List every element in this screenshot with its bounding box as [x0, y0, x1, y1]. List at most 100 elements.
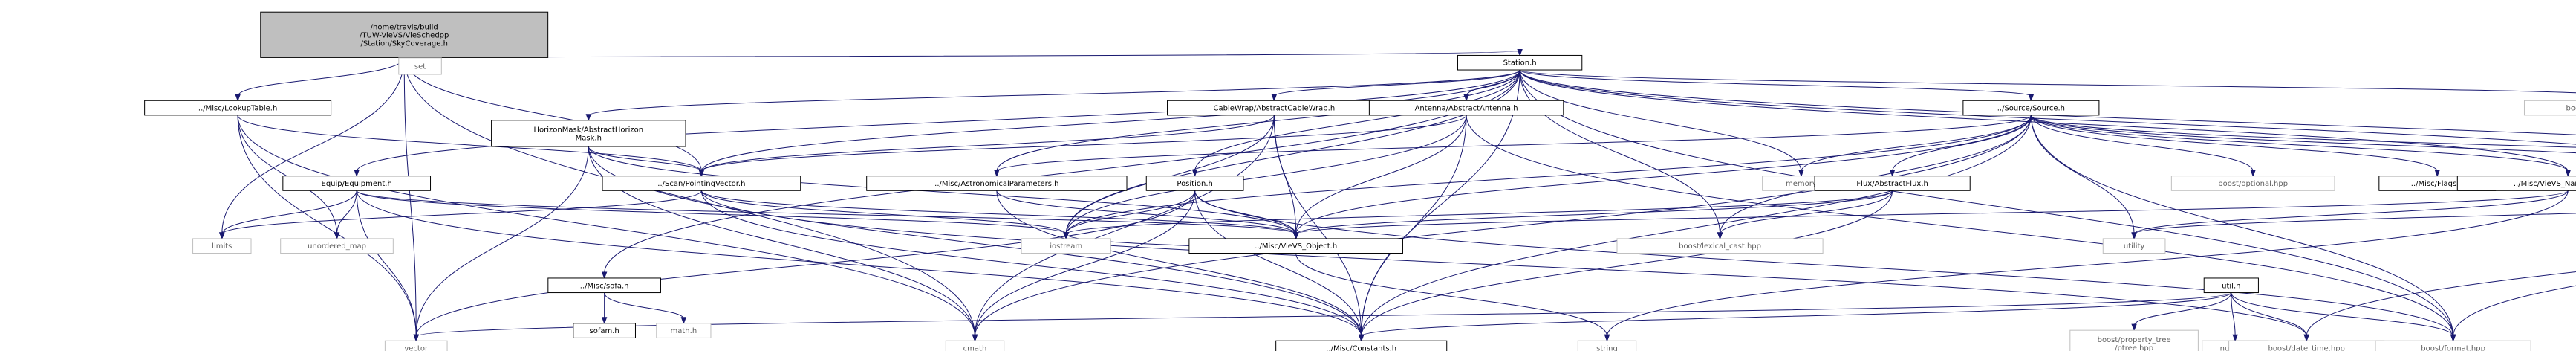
- node-label-root: /Station/SkyCoverage.h: [360, 39, 447, 48]
- node-antenna[interactable]: Antenna/AbstractAntenna.h: [1368, 100, 1564, 116]
- node-vector: vector: [384, 340, 448, 351]
- node-box-horizon: [491, 120, 686, 147]
- node-format: boost/format.hpp: [2375, 340, 2531, 351]
- edge-utilh-to-format: [2231, 292, 2454, 337]
- node-label-vector: vector: [404, 345, 429, 351]
- node-equip[interactable]: Equip/Equipment.h: [282, 176, 432, 191]
- edge-position-to-cmath: [975, 190, 1196, 337]
- node-position[interactable]: Position.h: [1145, 176, 1244, 191]
- node-optional: boost/optional.hpp: [2170, 176, 2335, 191]
- edge-source-to-fstream: [2030, 115, 2576, 154]
- edge-cablewrap-to-constants: [1273, 115, 1362, 337]
- node-box-optional: [2170, 176, 2335, 191]
- edge-horizon-to-object: [588, 146, 1297, 234]
- node-astro[interactable]: ../Misc/AstronomicalParameters.h: [866, 176, 1128, 191]
- node-utilh[interactable]: util.h: [2203, 277, 2259, 294]
- node-lexical: boost/lexical_cast.hpp: [1616, 238, 1824, 254]
- node-label-horizon: Mask.h: [576, 134, 602, 142]
- edge-antenna-to-constants: [1361, 115, 1467, 337]
- node-datetime: boost/date_time.hpp: [2228, 340, 2385, 351]
- node-stringhpp: boost/algorithm/string.hpp: [2523, 100, 2576, 116]
- edge-utilh-to-datetime: [2231, 292, 2307, 337]
- node-label-ptree: /ptree.hpp: [2115, 344, 2153, 351]
- node-constants[interactable]: ../Misc/Constants.h: [1275, 340, 1448, 351]
- node-lookup[interactable]: ../Misc/LookupTable.h: [144, 100, 332, 116]
- edge-object-to-string: [1295, 253, 1607, 337]
- edge-lookup-to-umap: [237, 115, 338, 234]
- node-label-datetime: boost/date_time.hpp: [2268, 345, 2344, 351]
- edge-lookup-to-vector: [237, 115, 417, 337]
- node-label-source: ../Source/Source.h: [1997, 105, 2065, 113]
- node-box-equip: [282, 176, 432, 191]
- edge-source-to-memory: [1801, 115, 2032, 172]
- node-named[interactable]: ../Misc/VieVS_NamedObject.h: [2456, 176, 2576, 191]
- edge-root-to-cmath: [403, 57, 975, 337]
- edge-named-to-object: [1295, 190, 2569, 235]
- arrowhead-utilh-to-vector: [413, 334, 419, 342]
- node-label-cmath: cmath: [963, 345, 987, 351]
- node-source[interactable]: ../Source/Source.h: [1962, 100, 2100, 116]
- arrowhead-utilh-to-datetime: [2303, 334, 2309, 342]
- edge-station-to-equip: [356, 70, 1520, 172]
- edge-cablewrap-to-pointing: [700, 115, 1275, 172]
- edge-source-to-iostream: [1065, 115, 2032, 234]
- nodes-layer: /home/travis/build/TUW-VieVS/VieSchedpp/…: [144, 11, 2576, 351]
- node-pointing[interactable]: ../Scan/PointingVector.h: [602, 176, 801, 191]
- edge-station-to-named: [1519, 70, 2569, 172]
- edge-station-to-fstream: [1519, 70, 2576, 145]
- node-box-position: [1145, 176, 1244, 191]
- arrowhead-object-to-string: [1604, 334, 1610, 342]
- edge-position-to-constants: [1194, 190, 1362, 337]
- node-box-flux: [1814, 176, 1971, 191]
- node-label-format: boost/format.hpp: [2421, 345, 2485, 351]
- node-cablewrap[interactable]: CableWrap/AbstractCableWrap.h: [1167, 100, 1382, 116]
- edge-pointing-to-limits: [221, 190, 702, 235]
- node-sofah[interactable]: ../Misc/sofa.h: [547, 277, 661, 294]
- edge-lookup-to-cmath: [237, 115, 975, 337]
- node-label-ptree: boost/property_tree: [2098, 336, 2171, 344]
- arrowhead-source-to-cmath: [972, 334, 978, 342]
- edge-utilh-to-constants: [1361, 292, 2232, 337]
- node-label-pointing: ../Scan/PointingVector.h: [657, 180, 745, 188]
- edge-position-to-vector: [415, 190, 1196, 337]
- node-box-limits: [192, 238, 252, 254]
- arrowhead-root-to-lookup: [235, 94, 241, 102]
- node-sofamh[interactable]: sofam.h: [573, 323, 636, 338]
- node-label-cablewrap: CableWrap/AbstractCableWrap.h: [1213, 105, 1335, 113]
- edge-pointing-to-datetime: [700, 190, 2307, 337]
- node-label-station: Station.h: [1503, 59, 1537, 68]
- edge-root-to-pointing: [403, 57, 702, 172]
- edge-utilh-to-vector: [415, 292, 2232, 337]
- node-label-stringhpp: boost/algorithm/string.hpp: [2566, 105, 2576, 113]
- node-utility: utility: [2102, 238, 2166, 254]
- edge-source-to-utility: [2030, 115, 2135, 234]
- node-station[interactable]: Station.h: [1457, 54, 1583, 71]
- node-box-ptree: [2069, 329, 2199, 351]
- node-ptree: boost/property_tree/ptree.hpp: [2069, 329, 2199, 351]
- edge-antenna-to-pointing: [700, 115, 1467, 173]
- node-label-named: ../Misc/VieVS_NamedObject.h: [2514, 180, 2576, 188]
- arrowhead-sofah-to-mathh: [680, 317, 687, 325]
- node-root[interactable]: /home/travis/build/TUW-VieVS/VieSchedpp/…: [260, 11, 549, 58]
- node-label-flags: ../Misc/Flags.h: [2411, 180, 2464, 188]
- edge-equip-to-constants: [356, 190, 1362, 337]
- arrowhead-sofah-to-sofamh: [601, 317, 608, 325]
- edge-pointing-to-constants: [700, 190, 1362, 337]
- edge-station-to-pointing: [700, 70, 1520, 172]
- node-label-position: Position.h: [1177, 180, 1212, 188]
- node-label-flux: Flux/AbstractFlux.h: [1856, 180, 1928, 188]
- edge-horizon-to-vector: [415, 146, 589, 337]
- edge-source-to-optional: [2030, 115, 2254, 172]
- edge-station-to-memory: [1519, 70, 1802, 172]
- node-cmath: cmath: [945, 340, 1005, 351]
- arrowhead-equip-to-umap: [334, 232, 340, 240]
- node-label-set: set: [414, 62, 426, 71]
- node-box-named: [2456, 176, 2576, 191]
- edge-source-to-flux: [1892, 115, 2032, 172]
- node-box-object: [1188, 238, 1403, 254]
- edge-source-to-object: [1295, 115, 2032, 234]
- node-iostream: iostream: [1021, 238, 1111, 254]
- node-flux[interactable]: Flux/AbstractFlux.h: [1814, 176, 1971, 191]
- node-object[interactable]: ../Misc/VieVS_Object.h: [1188, 238, 1403, 254]
